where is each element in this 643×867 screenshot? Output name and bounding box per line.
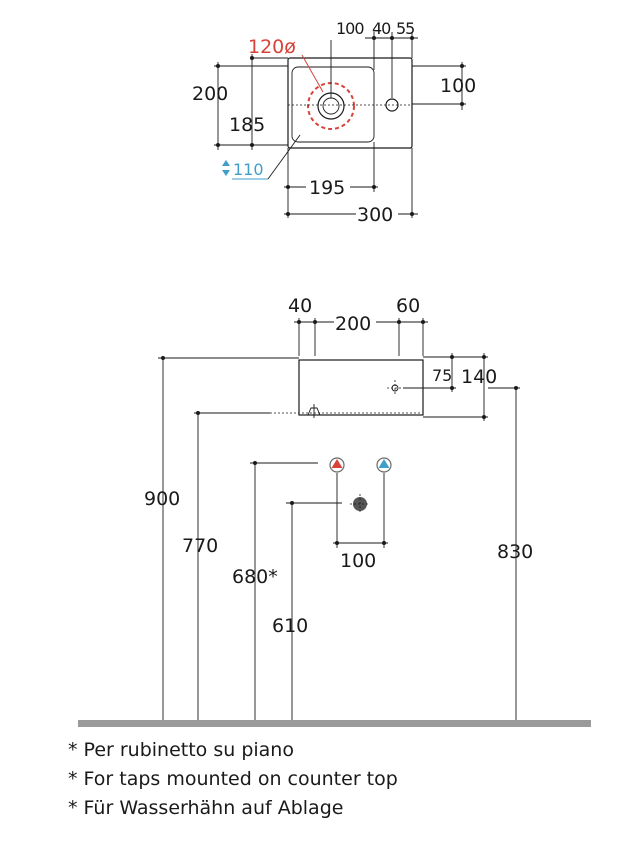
dim-110-label: 110: [233, 160, 264, 179]
front-view: 40 200 60 75 140 900 770 680* 610: [78, 295, 591, 727]
dim-680: 680*: [232, 566, 278, 588]
dim-300: 300: [357, 204, 393, 226]
dim-185-left: 185: [229, 114, 265, 136]
footnotes: * Per rubinetto su piano * For taps moun…: [68, 736, 398, 823]
dim-40-front: 40: [288, 295, 312, 317]
dim-40-top: 40: [372, 19, 391, 38]
basin-outline-top: [287, 57, 413, 149]
dim-60-front: 60: [396, 295, 420, 317]
basin-bowl-top: [291, 66, 375, 143]
top-view: 120ø 100 40 55 200 185 110: [192, 19, 476, 226]
dim-830: 830: [497, 541, 533, 563]
dim-140: 140: [461, 366, 497, 388]
dim-diameter-label: 120ø: [248, 36, 296, 58]
basin-outline-front: [298, 359, 424, 416]
cold-water-icon: [376, 457, 392, 473]
dim-100-right: 100: [440, 75, 476, 97]
floor-line: [78, 720, 591, 727]
dim-200-left: 200: [192, 83, 228, 105]
footnote-en: * For taps mounted on counter top: [68, 768, 398, 790]
dim-770: 770: [182, 535, 218, 557]
dim-195: 195: [309, 177, 345, 199]
dim-100-valves: 100: [340, 550, 376, 572]
waste-outlet-icon: [350, 494, 370, 514]
dim-75: 75: [432, 366, 452, 385]
dim-610: 610: [272, 615, 308, 637]
footnote-it: * Per rubinetto su piano: [68, 739, 294, 761]
height-arrow-icon: [222, 160, 230, 176]
footnote-de: * Für Wasserhähn auf Ablage: [68, 797, 344, 819]
dim-900: 900: [144, 488, 180, 510]
dim-100-top: 100: [336, 19, 364, 38]
dim-200-front: 200: [335, 313, 371, 335]
hot-water-icon: [329, 457, 345, 473]
dim-55-top: 55: [396, 19, 414, 38]
